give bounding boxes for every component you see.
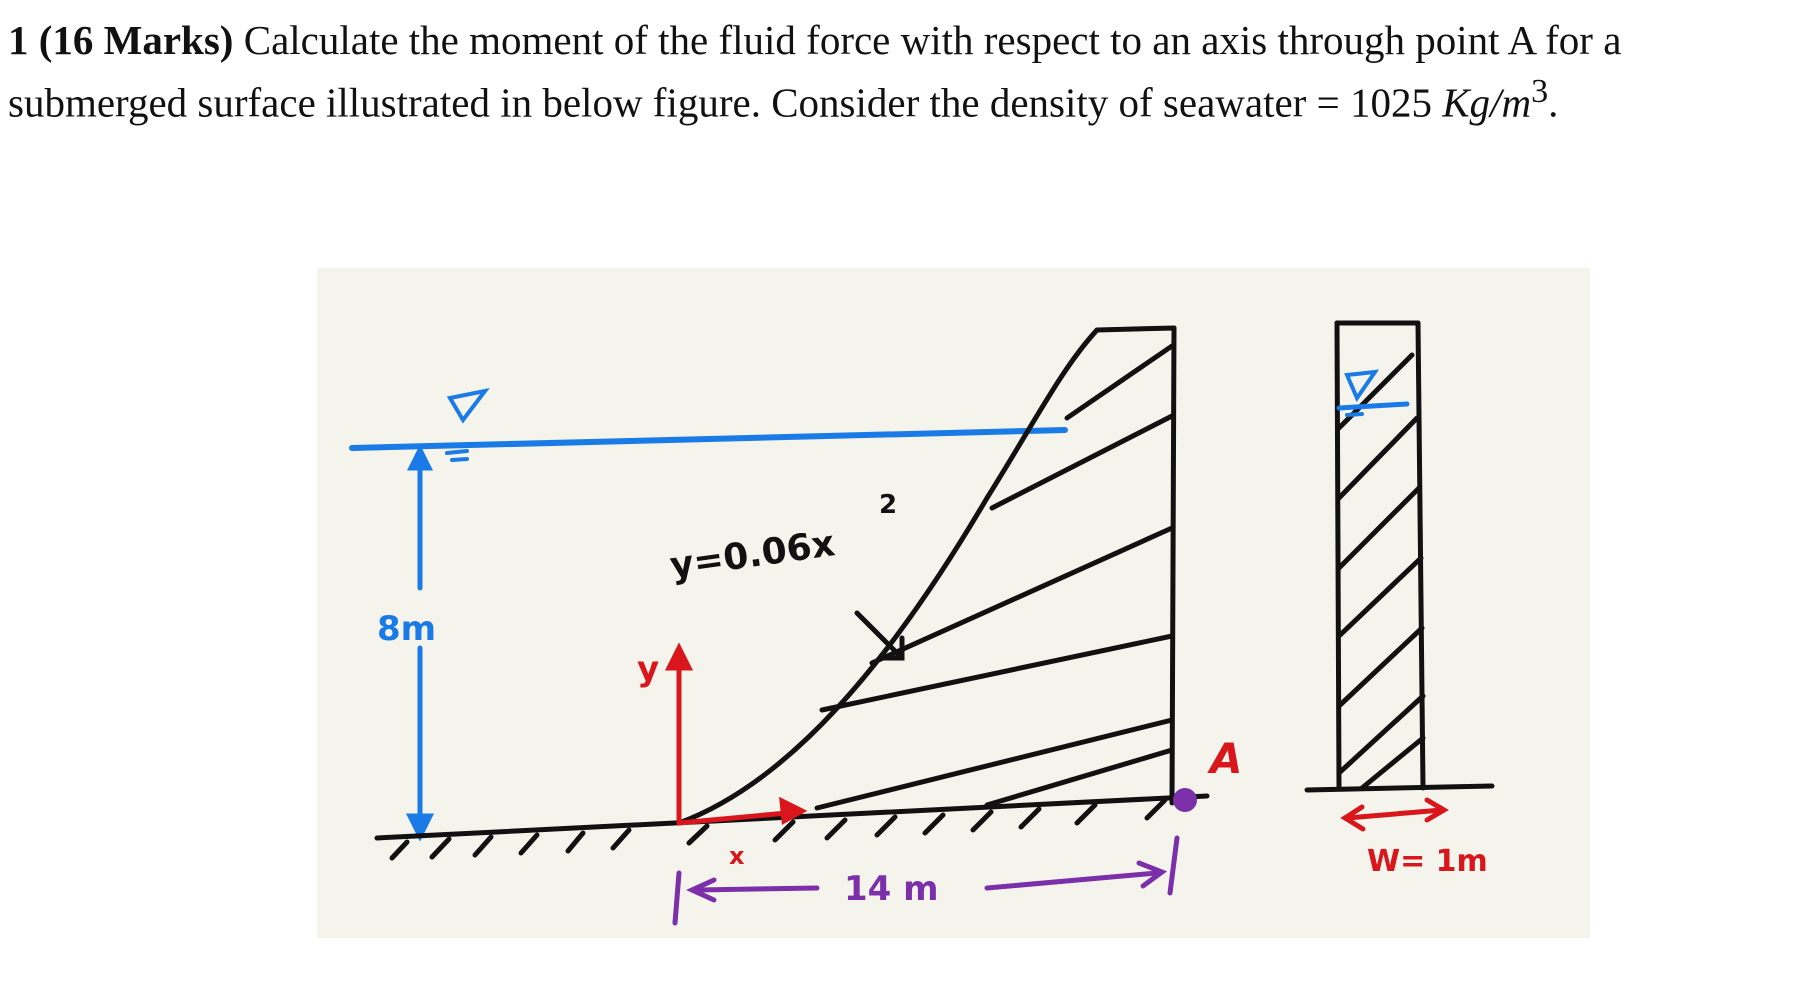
water-level-symbol — [445, 388, 490, 462]
density-unit-exponent: 3 — [1531, 73, 1549, 110]
axis-x-label: x — [729, 842, 745, 870]
dam-figure: 8m — [317, 268, 1590, 938]
figure-drawing: 8m — [349, 320, 1495, 926]
length-dimension — [672, 835, 1180, 926]
width-dimension — [1340, 797, 1449, 832]
curve-exponent: 2 — [879, 490, 897, 520]
water-surface-line — [349, 427, 1068, 451]
depth-dimension — [405, 444, 435, 842]
point-a-marker — [1173, 788, 1197, 812]
length-label: 14 m — [844, 869, 939, 909]
width-label: W= 1m — [1367, 844, 1488, 879]
question-number: 1 — [8, 17, 29, 63]
dam-body — [676, 325, 1177, 826]
axis-y-label: y — [637, 649, 659, 689]
point-a-label: A — [1207, 734, 1243, 783]
question-body: Calculate the moment of the fluid force … — [8, 17, 1622, 126]
side-view — [1304, 320, 1495, 793]
depth-label: 8m — [377, 609, 436, 649]
question-end: . — [1548, 79, 1559, 126]
curve-pointer-arrow — [854, 610, 905, 661]
side-water-line — [1336, 401, 1410, 411]
density-unit: Kg/m — [1442, 79, 1532, 126]
local-axes — [664, 642, 808, 826]
question-text: 1 (16 Marks) Calculate the moment of the… — [8, 14, 1798, 129]
side-water-symbol — [1344, 369, 1380, 417]
curve-equation-label: y=0.06x — [668, 523, 838, 587]
question-marks: (16 Marks) — [38, 17, 234, 63]
